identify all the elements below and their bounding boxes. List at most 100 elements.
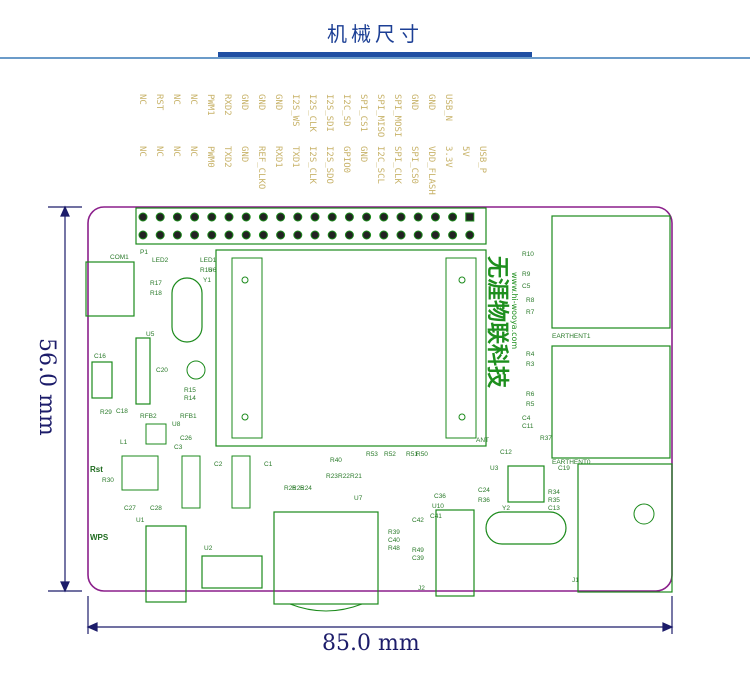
pin-label: NC: [137, 146, 147, 157]
pin-label: GND: [273, 94, 283, 110]
r4-label: R4: [526, 351, 535, 358]
brand-url: www.hi-wooya.com: [510, 272, 519, 349]
mount-hole: [241, 276, 249, 284]
r52-label: R52: [384, 451, 396, 458]
pin-label: USB_N: [443, 94, 453, 121]
header-pin: [396, 212, 406, 222]
r23-label: R23: [326, 473, 338, 480]
pin-label: I2C_SD: [341, 94, 351, 127]
c1-label: C1: [264, 461, 273, 468]
header-pin: [362, 230, 372, 240]
chip-u1: [145, 525, 187, 603]
mount-hole: [458, 413, 466, 421]
cap-c2-body: [181, 455, 201, 509]
pin-label: NC: [137, 94, 147, 105]
header-pin: [465, 230, 475, 240]
pin-label: 5V: [460, 146, 470, 157]
core-module: [215, 249, 487, 447]
r37-label: R37: [540, 435, 552, 442]
l1-label: L1: [120, 439, 128, 446]
c20-label: C20: [156, 367, 168, 374]
pin-label: TXD2: [222, 146, 232, 168]
wps-label: WPS: [90, 533, 109, 542]
pin-label: GND: [239, 146, 249, 162]
r21-label: R21: [350, 473, 362, 480]
pin-label: SPI_CS0: [409, 146, 419, 184]
header-pin: [276, 212, 286, 222]
c26-label: C26: [180, 435, 192, 442]
u1-label: U1: [136, 517, 145, 524]
r18-label: R18: [150, 290, 162, 297]
pin-label: SPI_CLK: [392, 146, 402, 185]
pin-label: PWM0: [205, 146, 215, 168]
mount-hole: [458, 276, 466, 284]
pin-label: NC: [171, 146, 181, 157]
header-pin: [362, 212, 372, 222]
pin-label: GND: [239, 94, 249, 110]
r3-label: R3: [526, 361, 535, 368]
header-pin: [344, 212, 354, 222]
pin-label: GND: [256, 94, 266, 110]
r17-label: R17: [150, 280, 162, 287]
r30-label: R30: [102, 477, 114, 484]
header-pin: [448, 212, 458, 222]
r35-label: R35: [548, 497, 560, 504]
sd-card-slot: [273, 511, 379, 605]
header-pin: [224, 230, 234, 240]
connector-j2: [435, 509, 475, 597]
r8-label: R8: [526, 297, 535, 304]
c16-label: C16: [94, 353, 106, 360]
c4-label: C4: [522, 415, 531, 422]
c19-label: C19: [558, 465, 570, 472]
pin-label: SPI_MOSI: [392, 94, 402, 137]
header-pin: [155, 230, 165, 240]
ethernet-port-1: [551, 215, 671, 329]
pin-header: [135, 207, 487, 245]
r15-label: R15: [184, 387, 196, 394]
brand-text: 无涯物联科技: [484, 256, 510, 389]
header-pin: [241, 212, 251, 222]
pin-label: RXD1: [273, 146, 283, 168]
ethernet-port-0: [551, 345, 671, 459]
chip-u8: [145, 423, 167, 445]
c2-label: C2: [214, 461, 223, 468]
r6-label: R6: [526, 391, 535, 398]
header-pin: [327, 230, 337, 240]
u7-label: U7: [354, 495, 363, 502]
mount-hole: [241, 413, 249, 421]
header-pin: [344, 230, 354, 240]
pin-label: TXD1: [290, 146, 300, 168]
r48-label: R48: [388, 545, 400, 552]
chip-u3: [507, 465, 545, 503]
pin-label: I2S_SDI: [324, 94, 334, 132]
board-outline: [87, 206, 673, 592]
header-pin: [172, 230, 182, 240]
header-rule-accent: [218, 52, 532, 57]
r7-label: R7: [526, 309, 535, 316]
y1-label: Y1: [203, 277, 211, 284]
pin-label: GND: [426, 94, 436, 110]
j1-label: J1: [572, 577, 579, 584]
header-pin: [327, 212, 337, 222]
c3-label: C3: [174, 444, 183, 451]
cap-c16: [91, 361, 113, 399]
header-pin: [258, 212, 268, 222]
r49-label: R49: [412, 547, 424, 554]
u10-label: U10: [432, 503, 444, 510]
c24-label: C24: [478, 487, 490, 494]
u6-label: U6: [208, 267, 217, 274]
header-pin: [413, 212, 423, 222]
pin-label: I2S_CLK: [307, 94, 317, 133]
header-pin: [430, 230, 440, 240]
pin-label: I2S_WS: [290, 94, 300, 127]
c18-label: C18: [116, 408, 128, 415]
r34-label: R34: [548, 489, 560, 496]
pin-label: REF_CLKO: [256, 146, 266, 189]
r9-label: R9: [522, 271, 531, 278]
u8-label: U8: [172, 421, 181, 428]
c40-label: C40: [388, 537, 400, 544]
earthent1-label: EARTHENT1: [552, 333, 591, 340]
